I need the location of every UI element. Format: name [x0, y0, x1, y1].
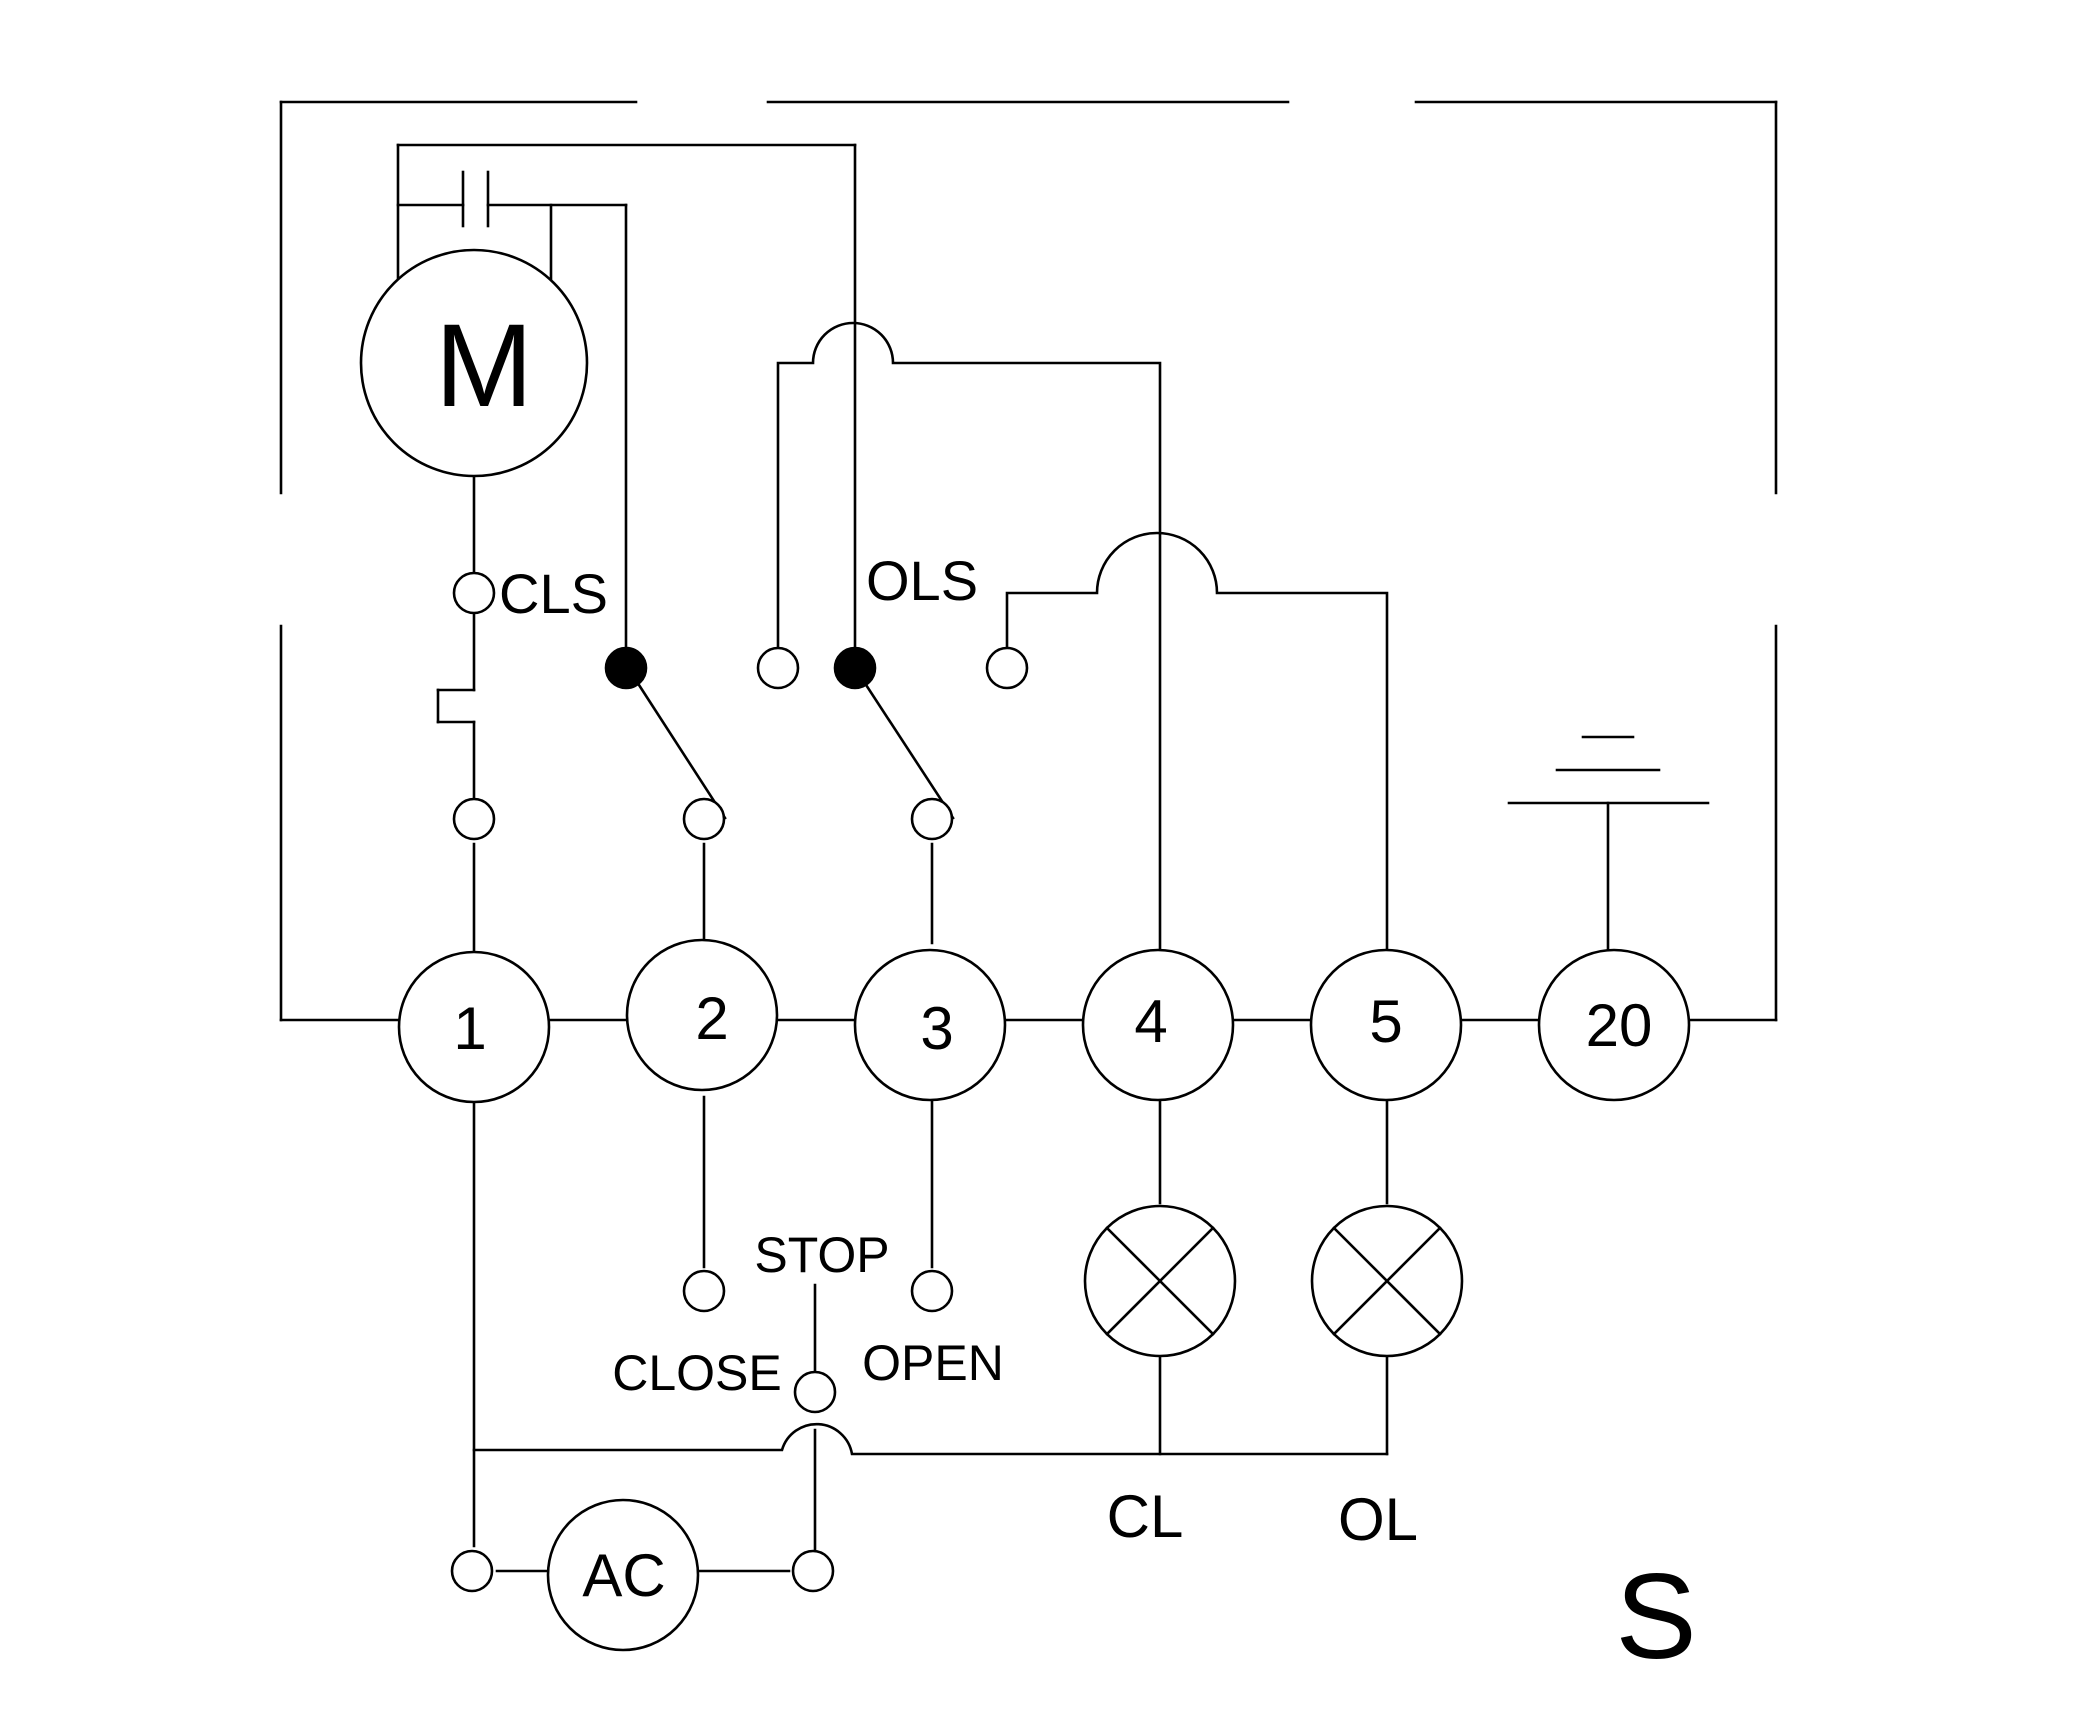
motor: M: [359, 248, 589, 478]
close-lamp-label: CL: [1107, 1483, 1184, 1550]
ac-supply-label: AC: [582, 1542, 665, 1609]
terminal-4-wire: [776, 321, 1162, 960]
terminal-3-label: 3: [920, 995, 953, 1062]
ground-symbol: [1507, 735, 1710, 960]
terminal-5-label: 5: [1369, 988, 1402, 1055]
stop-label: STOP: [754, 1227, 889, 1283]
terminal-2-label: 2: [695, 985, 728, 1052]
terminal-block: 1 2 3 4 5 20: [397, 938, 1691, 1104]
ols-contact-right: [985, 646, 1029, 690]
terminal-1: [397, 950, 551, 1104]
terminal-4-label: 4: [1134, 988, 1167, 1055]
ols-contact-left: [756, 646, 800, 690]
terminal-2: [625, 938, 779, 1092]
open-lamp: [1310, 1204, 1464, 1358]
motor-label: M: [435, 300, 533, 432]
ac-supply-circle: [546, 1498, 700, 1652]
contact-t3: [910, 797, 954, 841]
cls-contact-top: [452, 571, 496, 615]
selector-wiring: [702, 1095, 934, 1553]
cls-pivot: [604, 646, 648, 690]
supply-contact-left: [450, 1549, 494, 1593]
terminal-3: [853, 948, 1007, 1102]
close-lamp: [1083, 1204, 1237, 1358]
lamp-wiring: [1158, 1098, 1389, 1456]
corner-label: S: [1615, 1548, 1696, 1684]
supply-contact-right: [791, 1549, 835, 1593]
motor-circle: [359, 248, 589, 478]
terminal-20: [1537, 948, 1691, 1102]
close-label: CLOSE: [612, 1345, 782, 1401]
terminal-1-label: 1: [453, 995, 486, 1062]
terminal-20-label: 20: [1586, 992, 1653, 1059]
capacitor-symbol: [461, 170, 490, 228]
ols-label: OLS: [866, 549, 978, 612]
contact-points: [450, 571, 1029, 1593]
enclosure-outline: [279, 100, 1778, 1022]
terminal-4: [1081, 948, 1235, 1102]
cls-contact-bottom: [452, 797, 496, 841]
open-lamp-label: OL: [1338, 1486, 1418, 1553]
ols-pivot: [833, 646, 877, 690]
cls-label: CLS: [499, 562, 608, 625]
close-contact: [682, 1269, 726, 1313]
contact-t2: [682, 797, 726, 841]
open-label: OPEN: [862, 1335, 1004, 1391]
terminal-5-wire: [1005, 531, 1389, 960]
open-contact: [910, 1269, 954, 1313]
stop-contact: [793, 1370, 837, 1414]
terminal-5: [1309, 948, 1463, 1102]
return-bus: [472, 1098, 1389, 1548]
switch-levers: [626, 666, 955, 945]
ac-supply: AC: [546, 1498, 700, 1652]
